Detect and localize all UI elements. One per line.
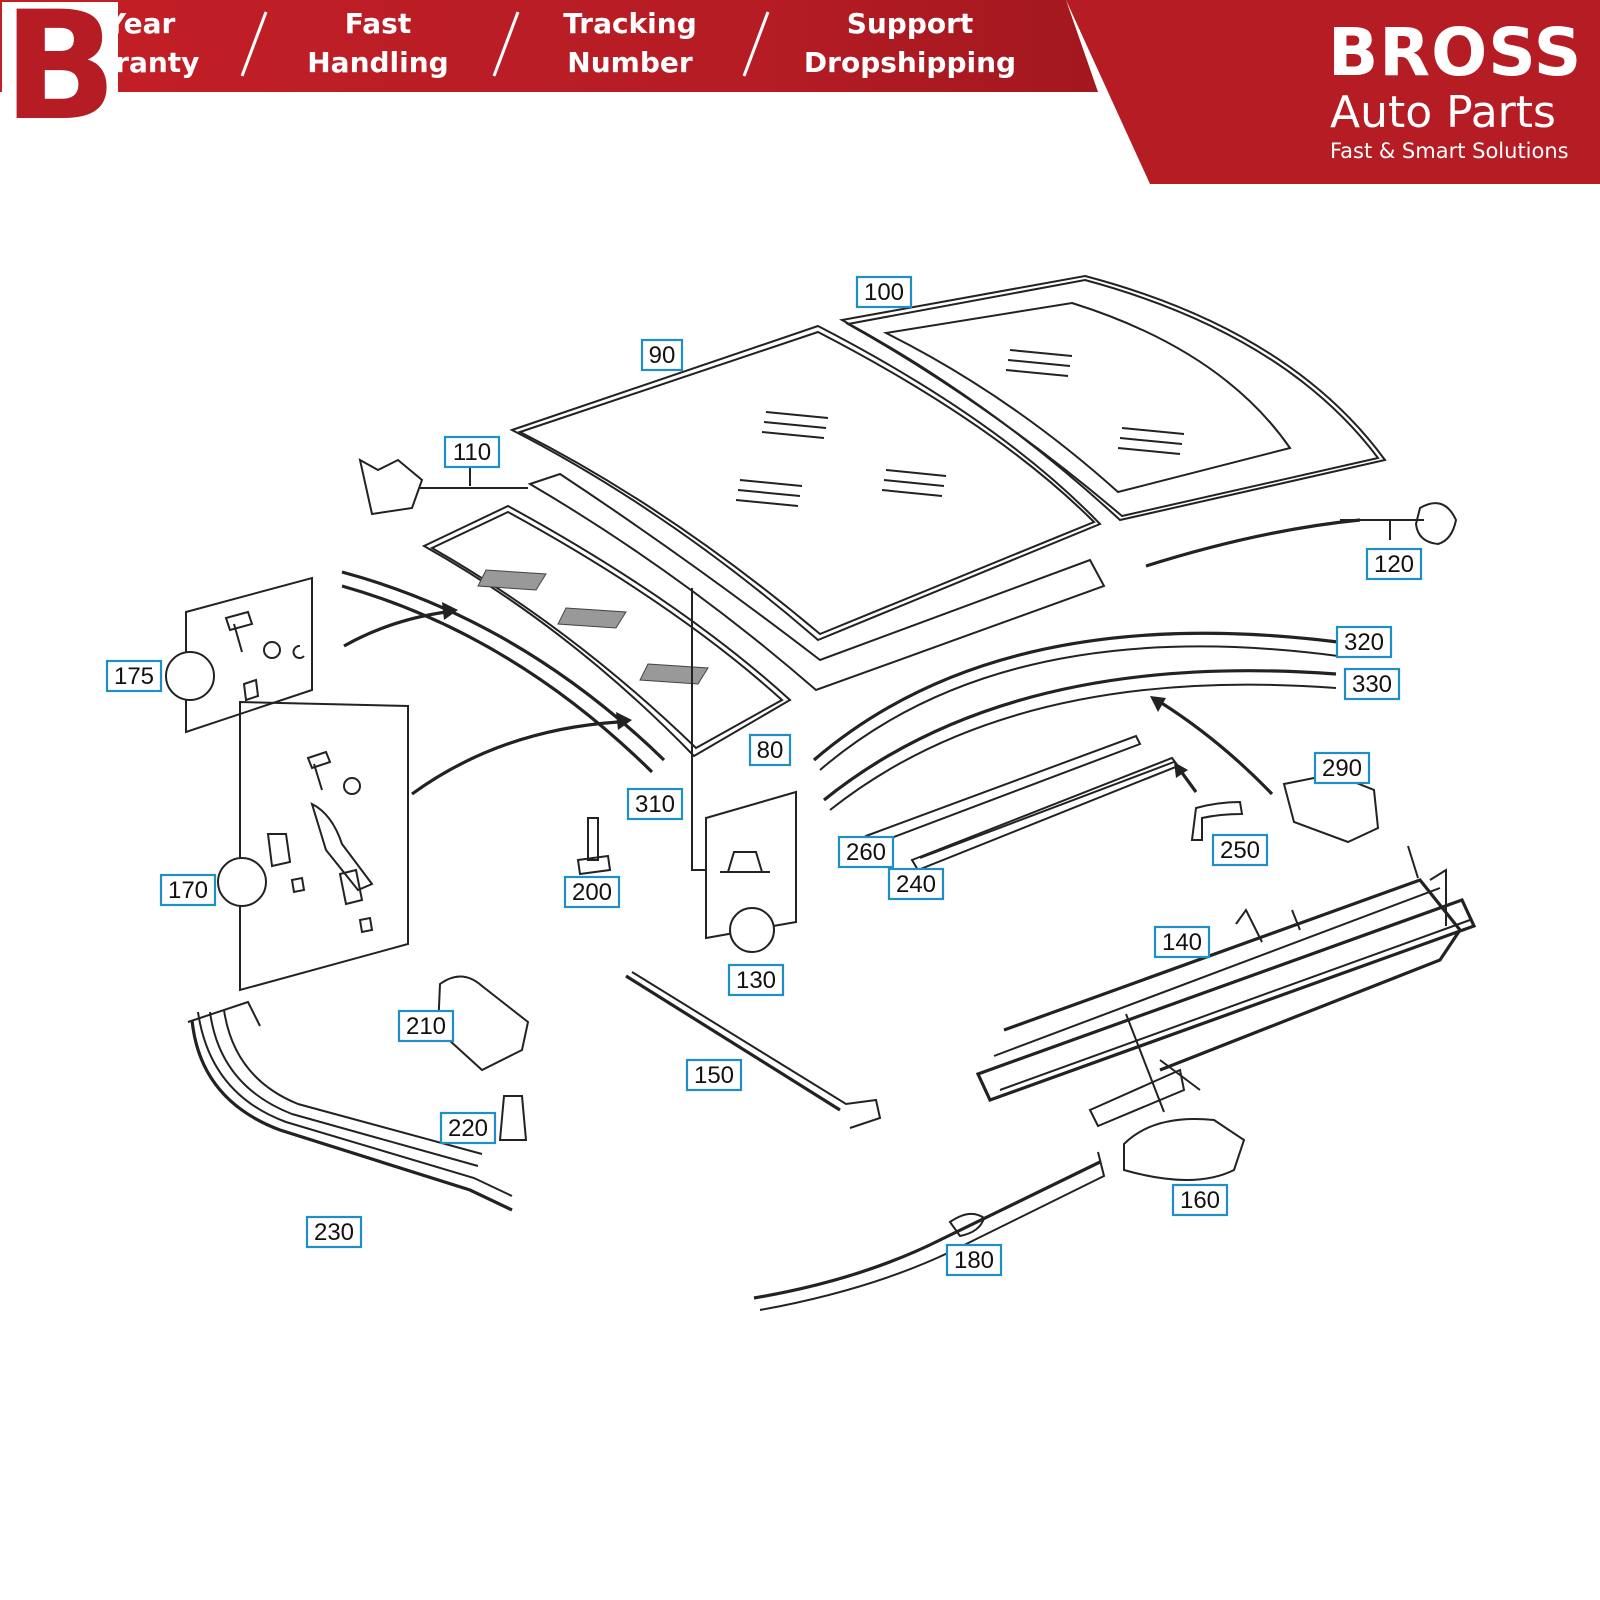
- badge-tracking-line1: Tracking: [563, 7, 697, 40]
- part-label-175: 175: [105, 659, 163, 693]
- part-label-text: 100: [864, 279, 904, 306]
- part-label-130: 130: [727, 963, 785, 997]
- part-label-text: 260: [846, 839, 886, 866]
- part-label-230: 230: [305, 1215, 363, 1249]
- leader-lines: [420, 466, 1424, 1113]
- part-label-box: [1335, 625, 1393, 659]
- part-label-text: 250: [1220, 837, 1260, 864]
- part-label-160: 160: [1171, 1183, 1229, 1217]
- part-label-text: 140: [1162, 929, 1202, 956]
- part-label-box: [305, 1215, 363, 1249]
- part-label-box: [887, 867, 945, 901]
- badge-handling-line2: Handling: [307, 46, 449, 79]
- part-label-330: 330: [1343, 667, 1401, 701]
- part-label-box: [105, 659, 163, 693]
- part-label-box: [837, 835, 895, 869]
- part-label-box: [945, 1243, 1003, 1277]
- part-label-text: 210: [406, 1013, 446, 1040]
- part-label-box: [727, 963, 785, 997]
- part-label-text: 240: [896, 871, 936, 898]
- part-label-80: 80: [748, 733, 792, 767]
- part-frame-assembly: [975, 845, 1477, 1128]
- top-banner: 1 Year Warranty Fast Handling Tracking N…: [0, 0, 1600, 184]
- part-label-120: 120: [1365, 547, 1423, 581]
- part-label-box: [640, 338, 684, 372]
- part-label-150: 150: [685, 1058, 743, 1092]
- brand-tagline: Fast & Smart Solutions: [1330, 139, 1569, 163]
- badge-dropshipping-line1: Support: [846, 7, 974, 40]
- part-label-box: [855, 275, 913, 309]
- part-label-box: [1153, 925, 1211, 959]
- glass-hatch-marks: [477, 349, 1185, 685]
- part-label-90: 90: [640, 338, 684, 372]
- part-label-text: 310: [635, 791, 675, 818]
- part-label-box: [563, 875, 621, 909]
- part-number-labels: 100 90 110 120 320 330 175 80 310 290 170 200 130 260…: [105, 275, 1423, 1277]
- direction-arrows: [343, 602, 1274, 796]
- part-label-text: 130: [736, 967, 776, 994]
- part-label-text: 290: [1322, 755, 1362, 782]
- part-label-200: 200: [563, 875, 621, 909]
- part-label-box: [443, 435, 501, 469]
- badge-handling: Fast Handling: [288, 4, 468, 84]
- part-label-320: 320: [1335, 625, 1393, 659]
- part-glass-panels: [421, 274, 1387, 758]
- part-label-text: 320: [1344, 629, 1384, 656]
- part-label-text: 200: [572, 879, 612, 906]
- part-label-box: [685, 1058, 743, 1092]
- brand-name: BROSS: [1328, 14, 1583, 91]
- part-label-310: 310: [626, 787, 684, 821]
- badge-dropshipping: Support Dropshipping: [800, 4, 1020, 84]
- badge-tracking: Tracking Number: [540, 4, 720, 84]
- brand-subtitle: Auto Parts: [1330, 87, 1556, 138]
- part-label-box: [439, 1111, 497, 1145]
- part-label-240: 240: [887, 867, 945, 901]
- part-label-text: 170: [168, 877, 208, 904]
- part-label-text: 330: [1352, 671, 1392, 698]
- part-small-hardware: [165, 458, 1458, 992]
- part-label-text: 110: [453, 439, 491, 466]
- part-label-text: 120: [1374, 551, 1414, 578]
- badge-dropshipping-line2: Dropshipping: [803, 46, 1017, 79]
- part-label-box: [1365, 547, 1423, 581]
- part-label-box: [1313, 751, 1371, 785]
- part-label-text: 175: [114, 663, 154, 690]
- part-label-box: [748, 733, 792, 767]
- part-label-100: 100: [855, 275, 913, 309]
- part-label-220: 220: [439, 1111, 497, 1145]
- part-motor-cables: [187, 772, 1380, 1311]
- part-label-text: 150: [694, 1062, 734, 1089]
- part-label-210: 210: [397, 1009, 455, 1043]
- part-label-text: 90: [649, 342, 676, 369]
- part-label-text: 160: [1180, 1187, 1220, 1214]
- part-label-250: 250: [1211, 833, 1269, 867]
- part-label-260: 260: [837, 835, 895, 869]
- badge-handling-line1: Fast: [344, 7, 412, 40]
- part-label-text: 180: [954, 1247, 994, 1274]
- part-label-110: 110: [443, 435, 501, 469]
- part-label-box: [397, 1009, 455, 1043]
- part-label-box: [159, 873, 217, 907]
- brand-logo-icon: B: [2, 0, 118, 136]
- brand-letter: B: [3, 0, 117, 136]
- part-label-box: [1211, 833, 1269, 867]
- part-label-box: [1343, 667, 1401, 701]
- part-label-text: 230: [314, 1219, 354, 1246]
- part-label-180: 180: [945, 1243, 1003, 1277]
- part-label-140: 140: [1153, 925, 1211, 959]
- part-label-box: [626, 787, 684, 821]
- part-label-170: 170: [159, 873, 217, 907]
- part-label-290: 290: [1313, 751, 1371, 785]
- banner-background: [0, 0, 1600, 184]
- badge-tracking-line2: Number: [567, 46, 693, 79]
- part-label-box: [1171, 1183, 1229, 1217]
- part-label-text: 80: [757, 737, 784, 764]
- part-label-text: 220: [448, 1115, 488, 1142]
